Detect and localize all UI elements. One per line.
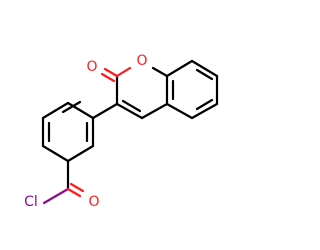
chemical-structure: O O O Cl bbox=[20, 52, 219, 211]
atom-label-carbonyl-oxygen: O bbox=[84, 58, 100, 76]
svg-text:O: O bbox=[88, 194, 99, 210]
acyl-chloride-group bbox=[42, 159, 85, 205]
svg-text:Cl: Cl bbox=[24, 194, 38, 210]
phenyl-ring bbox=[41, 100, 95, 163]
atom-label-acyl-oxygen: O bbox=[86, 193, 102, 211]
svg-text:O: O bbox=[136, 53, 147, 69]
svg-text:O: O bbox=[86, 59, 97, 75]
atom-label-ring-oxygen: O bbox=[134, 52, 150, 70]
aryl-link-bond bbox=[91, 102, 119, 120]
benzo-ring bbox=[165, 59, 219, 120]
pyranone-ring bbox=[100, 66, 169, 120]
atom-label-chlorine: Cl bbox=[20, 193, 42, 211]
